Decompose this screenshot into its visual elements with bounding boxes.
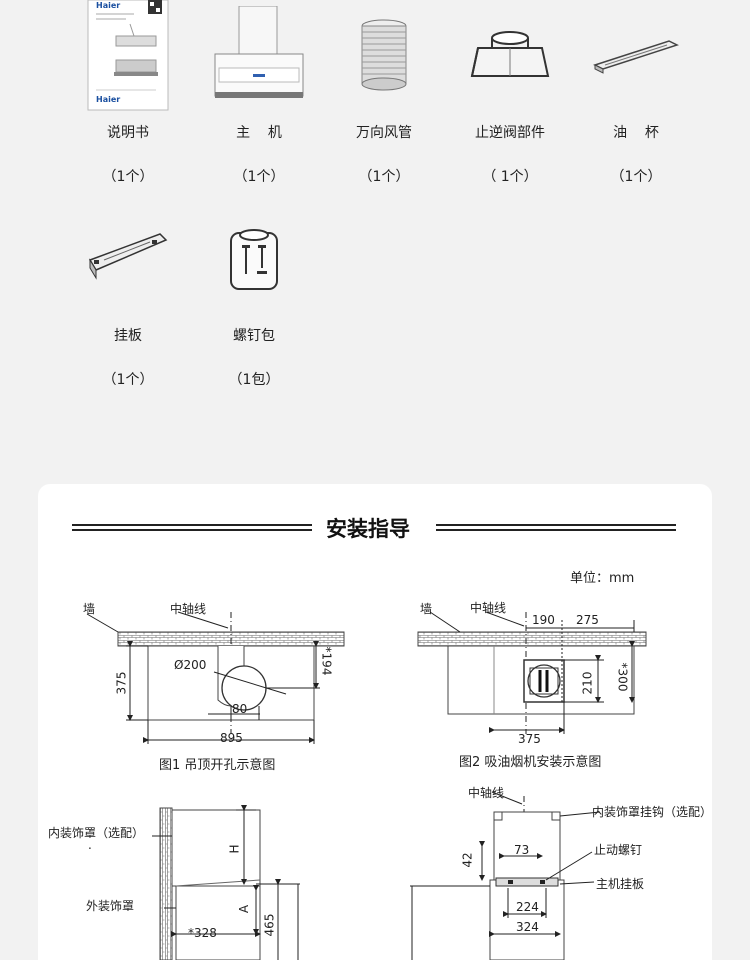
part-hanging-plate: 挂板 （1个） bbox=[63, 205, 193, 389]
fig3-w328: *328 bbox=[188, 926, 217, 940]
part-qty: （1个） bbox=[610, 169, 662, 185]
part-qty: （1个） bbox=[233, 169, 285, 185]
hanging-plate-icon bbox=[63, 205, 193, 315]
part-manual: Haier Haier 说明书 （1个） bbox=[63, 0, 193, 186]
fig1-w895: 895 bbox=[220, 731, 243, 745]
parts-list: Haier Haier 说明书 （1个） bbox=[0, 0, 750, 460]
fig2-wall-label: 墙 bbox=[420, 602, 433, 616]
fig4-stop-screw-label: 止动螺钉 bbox=[594, 843, 643, 857]
part-name: 万向风管 bbox=[356, 125, 412, 141]
install-guide-card bbox=[38, 484, 712, 960]
part-duct: 万向风管 （1个） bbox=[319, 0, 449, 186]
manual-brand: Haier bbox=[96, 1, 120, 10]
duct-icon bbox=[319, 0, 449, 112]
part-check-valve: 止逆阀部件 （ 1个） bbox=[445, 0, 575, 186]
svg-text:Haier: Haier bbox=[96, 95, 120, 104]
part-name: 螺钉包 bbox=[233, 328, 275, 344]
manual-icon: Haier Haier bbox=[63, 0, 193, 112]
part-oil-cup: 油 杯 （1个） bbox=[571, 0, 701, 186]
fig3-outer-cover-label: 外装饰罩 bbox=[86, 899, 135, 913]
fig1-wall-label: 墙 bbox=[83, 602, 96, 616]
fig3-inner-cover-label: 内装饰罩（选配） bbox=[48, 826, 145, 840]
part-qty: （1个） bbox=[358, 169, 410, 185]
fig4-w73: 73 bbox=[514, 843, 530, 857]
part-name: 止逆阀部件 bbox=[475, 125, 545, 141]
part-qty: （1包） bbox=[228, 372, 280, 388]
fig4-h42: 42 bbox=[460, 852, 475, 868]
part-main-unit: 主 机 （1个） bbox=[194, 0, 324, 186]
part-name: 说明书 bbox=[107, 125, 149, 141]
part-name: 主 机 bbox=[236, 125, 282, 141]
part-qty: （1个） bbox=[102, 169, 154, 185]
fig4-plate-label: 主机挂板 bbox=[596, 877, 645, 891]
fig1-axis-label: 中轴线 bbox=[170, 602, 207, 616]
part-qty: （ 1个） bbox=[482, 169, 538, 185]
fig1-dia-label: Ø200 bbox=[174, 658, 207, 672]
fig4-w224: 224 bbox=[516, 900, 539, 914]
fig4-axis-label: 中轴线 bbox=[468, 786, 505, 800]
fig2-w375: 375 bbox=[518, 732, 541, 746]
part-qty: （1个） bbox=[102, 372, 154, 388]
fig2-w275: 275 bbox=[576, 613, 599, 627]
check-valve-icon bbox=[445, 0, 575, 112]
part-screw-pack: 螺钉包 （1包） bbox=[189, 205, 319, 389]
unit-label: 单位：mm bbox=[570, 571, 635, 586]
title-rule-left bbox=[72, 524, 312, 531]
range-hood-icon bbox=[194, 0, 324, 112]
guide-title: 安装指导 bbox=[326, 517, 410, 541]
fig3-dot: . bbox=[88, 838, 92, 852]
fig2-caption: 图2 吸油烟机安装示意图 bbox=[459, 755, 602, 770]
oil-cup-icon bbox=[571, 0, 701, 112]
part-name: 挂板 bbox=[114, 328, 142, 344]
fig2-w190: 190 bbox=[532, 613, 555, 627]
part-name: 油 杯 bbox=[613, 125, 659, 141]
fig2-axis-label: 中轴线 bbox=[470, 601, 507, 615]
fig4-w324: 324 bbox=[516, 920, 539, 934]
title-rule-right bbox=[436, 524, 676, 531]
screw-pack-icon bbox=[189, 205, 319, 315]
fig1-w80: 80 bbox=[232, 702, 248, 716]
fig1-caption: 图1 吊顶开孔示意图 bbox=[159, 758, 276, 773]
fig4-hook-label: 内装饰罩挂钩（选配） bbox=[592, 805, 713, 819]
